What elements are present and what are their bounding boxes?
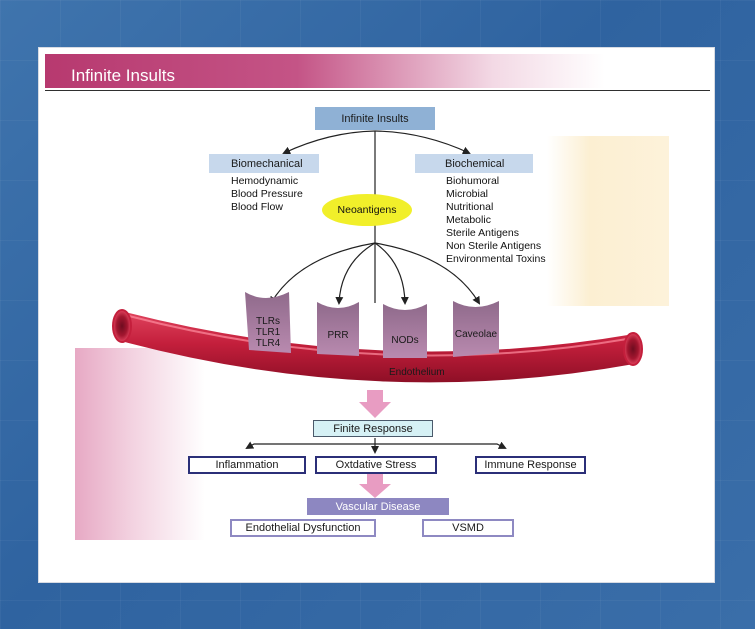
neoantigens-node: Neoantigens [322,194,412,226]
receptor-shapes [245,292,499,358]
receptor-nods [383,304,427,358]
receptor-tlrs [245,292,291,353]
list-item: Hemodynamic [231,175,299,187]
finite-response-box: Finite Response [313,420,433,437]
slide-title: Infinite Insults [71,66,175,85]
blood-vessel [112,309,643,383]
tlr1-text: TLR1 [255,327,281,338]
title-bar: Infinite Insults [45,54,605,88]
receptor-prr [317,302,359,356]
oxidative-stress-box: Oxtdative Stress [315,456,437,474]
receptor-prr-label: PRR [327,330,349,341]
list-item: Non Sterile Antigens [446,240,542,252]
flow-arrows [359,390,391,498]
inflammation-box: Inflammation [188,456,306,474]
list-item: Blood Pressure [231,188,303,200]
vsmd-box: VSMD [422,519,514,537]
diagram-connectors [112,130,643,498]
list-item: Environmental Toxins [446,253,546,265]
response-arrows [245,438,507,454]
list-item: Microbial [446,188,489,200]
list-item: Blood Flow [231,201,283,213]
biochemical-highlight [547,136,669,306]
vascular-disease-box: Vascular Disease [307,498,449,515]
list-item: Nutritional [446,201,494,213]
list-item: Metabolic [446,214,491,226]
receptor-nods-label: NODs [391,335,419,346]
biochemical-header: Biochemical [415,154,533,173]
biomechanical-list: Hemodynamic Blood Pressure Blood Flow [231,175,303,214]
endothelium-highlight [75,348,205,540]
tlr4-text: TLR4 [255,338,281,349]
receptor-caveolae [453,301,499,357]
list-item: Sterile Antigens [446,227,519,239]
biochemical-list: Biohumoral Microbial Nutritional Metabol… [446,175,546,266]
tlrs-text: TLRs [256,316,280,327]
receptor-tlrs-label: TLRs TLR1 TLR4 [249,316,287,349]
immune-response-box: Immune Response [475,456,586,474]
biomechanical-header: Biomechanical [209,154,319,173]
receptor-arrows [269,242,481,305]
list-item: Biohumoral [446,175,500,187]
endothelial-dysfunction-box: Endothelial Dysfunction [230,519,376,537]
infinite-insults-box: Infinite Insults [315,107,435,130]
title-divider [45,90,710,91]
endothelium-label: Endothelium [389,367,445,378]
receptor-caveolae-label: Caveolae [454,329,498,340]
slide-panel: Infinite Insults [38,47,715,583]
